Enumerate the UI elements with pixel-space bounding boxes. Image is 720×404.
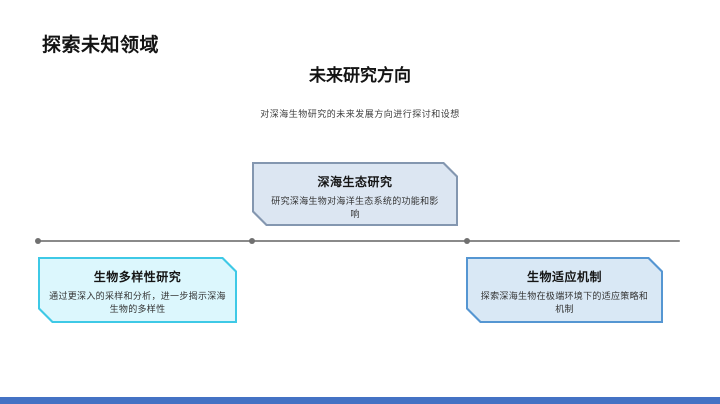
footer-accent-bar [0,397,720,404]
card-adaptation-mechanism: 生物适应机制 探索深海生物在极端环境下的适应策略和机制 [466,257,663,323]
card-deep-sea-ecology: 深海生态研究 研究深海生物对海洋生态系统的功能和影响 [252,162,458,226]
section-heading: 未来研究方向 [309,66,411,85]
timeline-dot [464,238,470,244]
timeline-dot [249,238,255,244]
card-description: 研究深海生物对海洋生态系统的功能和影响 [271,196,439,220]
card-description: 探索深海生物在极端环境下的适应策略和机制 [480,291,649,315]
card-title: 生物适应机制 [526,270,602,284]
page-title: 探索未知领域 [42,35,160,56]
timeline-line [38,240,680,242]
card-body: 生物多样性研究 通过更深入的采样和分析，进一步揭示深海生物的多样性 [40,259,235,321]
card-biodiversity-research: 生物多样性研究 通过更深入的采样和分析，进一步揭示深海生物的多样性 [38,257,237,323]
card-title: 生物多样性研究 [93,270,182,284]
card-description: 通过更深入的采样和分析，进一步揭示深海生物的多样性 [49,291,226,315]
card-body: 生物适应机制 探索深海生物在极端环境下的适应策略和机制 [468,259,661,321]
timeline-dot [35,238,41,244]
section-subtitle: 对深海生物研究的未来发展方向进行探讨和设想 [260,109,460,119]
card-body: 深海生态研究 研究深海生物对海洋生态系统的功能和影响 [254,164,456,224]
card-title: 深海生态研究 [317,175,393,189]
